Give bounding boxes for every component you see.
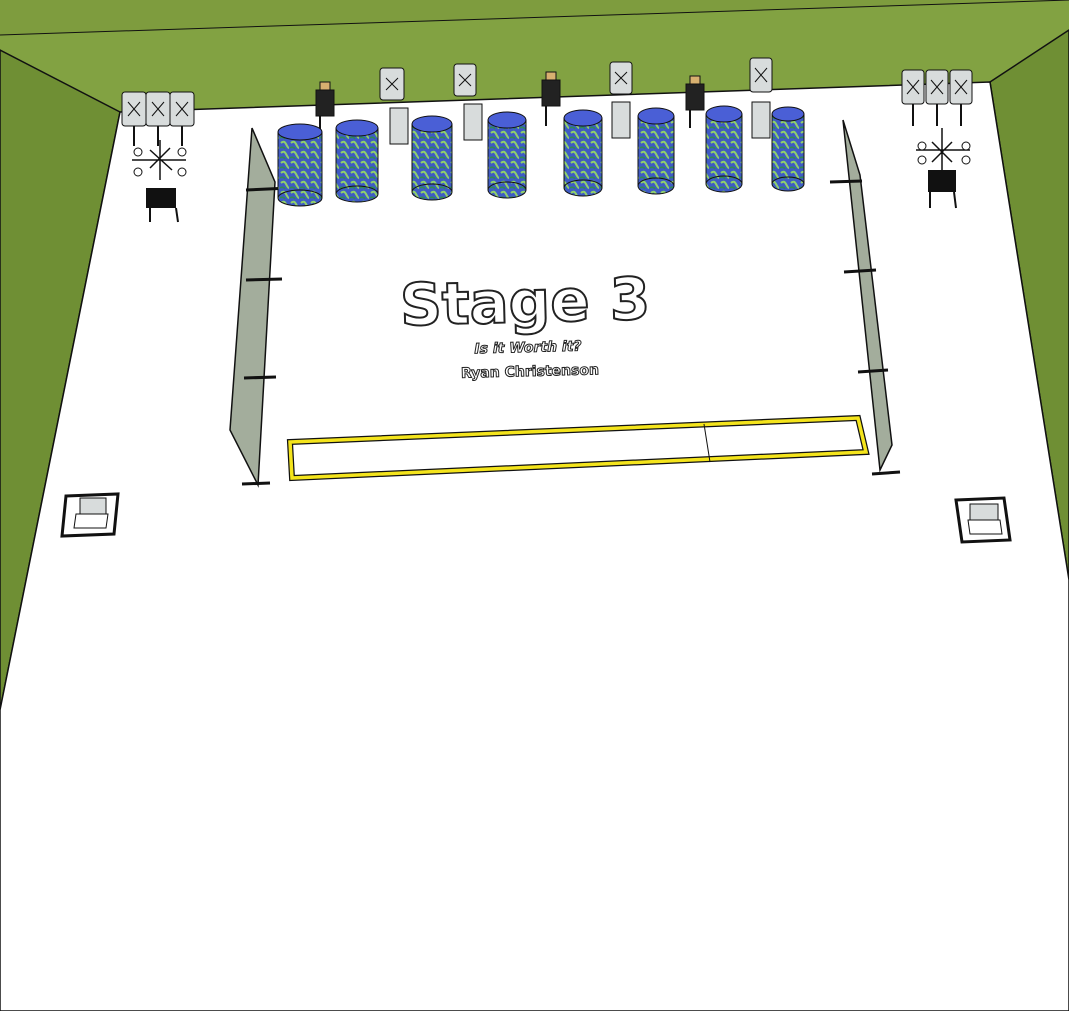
berm-edge	[0, 0, 1069, 36]
start-box-left	[60, 492, 120, 538]
barrel-stack	[487, 111, 527, 199]
steel-target	[453, 63, 483, 141]
spinner-right	[916, 128, 971, 172]
popper	[315, 81, 335, 132]
barrel-stack	[411, 115, 453, 201]
fault-line-box	[286, 414, 870, 482]
barrel-stack	[335, 119, 379, 203]
stage-author: Ryan Christenson	[461, 362, 599, 382]
stage-subtitle: Is it Worth it?	[474, 339, 582, 358]
back-berm	[0, 0, 1069, 112]
barrel-stack	[637, 107, 675, 195]
steel-target	[749, 57, 773, 139]
back-targets	[121, 57, 973, 146]
right-wall	[829, 119, 901, 476]
barrel-stack	[277, 123, 323, 207]
target-group-right	[901, 69, 973, 126]
barrel-stack	[563, 109, 603, 197]
barrel-stack	[705, 105, 743, 193]
target-group-left	[121, 91, 195, 146]
steel-target	[379, 67, 409, 145]
spinner-left	[132, 140, 187, 180]
chair-icon	[146, 188, 179, 223]
chair-icon	[928, 170, 957, 209]
bay-floor	[0, 81, 1069, 1011]
barrel-stack	[771, 106, 805, 192]
barrel-row	[277, 105, 805, 207]
steel-target	[609, 61, 633, 139]
popper	[685, 75, 705, 128]
popper	[541, 71, 561, 126]
start-box-right	[954, 496, 1012, 544]
stage-title: Stage 3	[399, 265, 651, 340]
